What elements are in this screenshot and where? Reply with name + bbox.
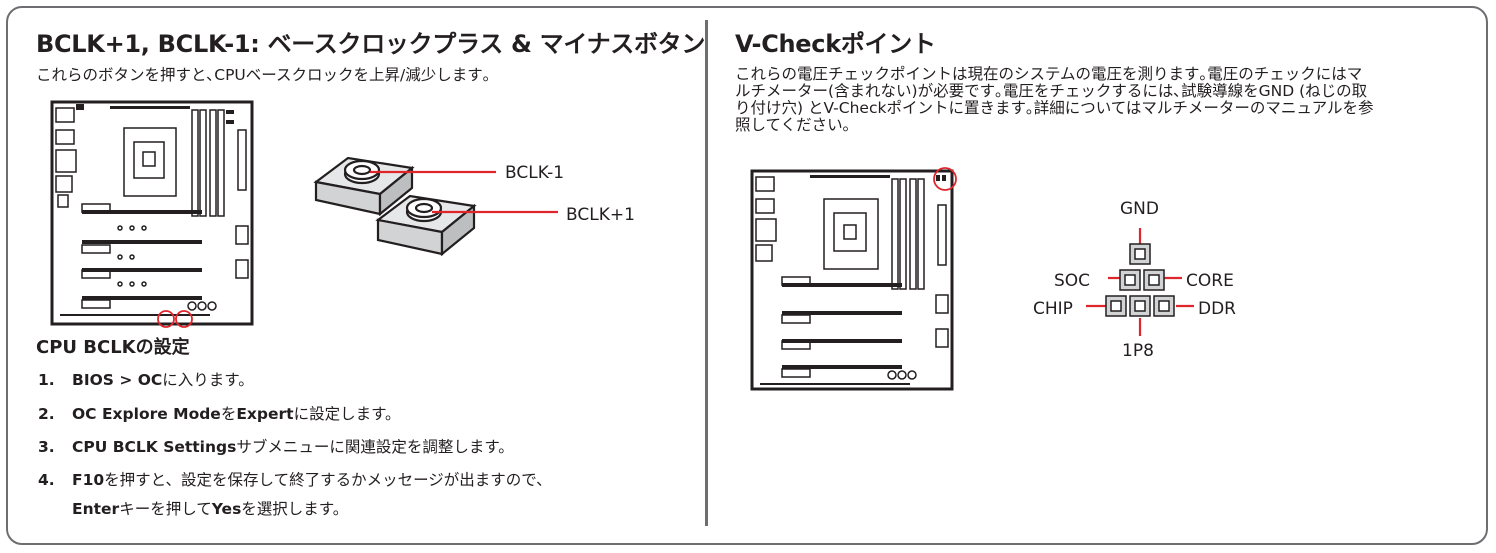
core-label: CORE bbox=[1186, 271, 1234, 291]
cpu-bclk-subtitle: CPU BCLKの設定 bbox=[36, 337, 190, 358]
content-frame bbox=[6, 6, 1488, 545]
motherboard-diagram-left bbox=[50, 100, 254, 328]
vcheck-para-line-4: 照してください｡ bbox=[735, 116, 851, 134]
bclk-section-title: BCLK+1, BCLK-1: ベースクロックプラス & マイナスボタン bbox=[36, 30, 706, 58]
bclk-plus-label: BCLK+1 bbox=[566, 205, 635, 225]
column-divider bbox=[705, 20, 708, 526]
step-4: 4.F10を押すと、設定を保存して終了するかメッセージが出ますので、 bbox=[38, 471, 552, 489]
bclk-plus-button bbox=[375, 194, 477, 257]
step-1: 1.BIOS > OCに入ります。 bbox=[38, 371, 254, 389]
vcheck-points-diagram bbox=[1086, 228, 1194, 336]
vcheck-para-line-2: ルチメーター(含まれない)が必要です｡電圧をチェックするには､試験導線をGND … bbox=[735, 82, 1368, 100]
bclk-minus-button bbox=[313, 156, 415, 217]
vcheck-para-line-3: り付け穴) とV-Checkポイントに置きます｡詳細についてはマルチメーターのマ… bbox=[735, 99, 1374, 117]
1p8-label: 1P8 bbox=[1122, 341, 1154, 361]
bclk-buttons-illustration bbox=[313, 156, 558, 257]
motherboard-diagram-right bbox=[750, 167, 957, 391]
chip-label: CHIP bbox=[1033, 299, 1073, 319]
soc-label: SOC bbox=[1054, 271, 1091, 291]
step-4-continuation: Enterキーを押してYesを選択します。 bbox=[72, 500, 349, 518]
vcheck-para-line-1: これらの電圧チェックポイントは現在のシステムの電圧を測ります｡電圧のチェックには… bbox=[735, 65, 1363, 83]
vcheck-section-title: V-Checkポイント bbox=[735, 30, 936, 58]
bclk-intro-text: これらのボタンを押すと､CPUベースクロックを上昇/減少します｡ bbox=[36, 66, 491, 84]
gnd-label: GND bbox=[1120, 199, 1159, 219]
bclk-minus-label: BCLK-1 bbox=[505, 163, 565, 183]
step-2: 2.OC Explore ModeをExpertに設定します。 bbox=[38, 405, 401, 423]
step-3: 3.CPU BCLK Settingsサブメニューに関連設定を調整します。 bbox=[38, 438, 514, 456]
ddr-label: DDR bbox=[1198, 299, 1236, 319]
